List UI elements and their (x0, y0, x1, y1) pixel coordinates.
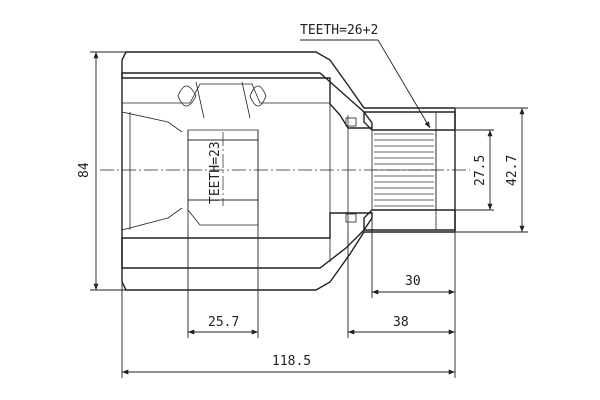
snap-ring-upper (345, 117, 357, 127)
dimension-overall-length: 118.5 (121, 282, 456, 378)
dim-38: 38 (393, 315, 409, 330)
lower-stem-section (363, 209, 456, 231)
teeth-outer-callout: TEETH=26+2 (300, 23, 431, 129)
dim-42-7: 42.7 (505, 155, 520, 186)
dim-30: 30 (405, 274, 421, 289)
dim-118-5: 118.5 (272, 354, 311, 369)
lower-housing-section (121, 212, 373, 269)
body-outline (121, 51, 456, 291)
snap-ring-lower (345, 213, 357, 223)
dim-27-5: 27.5 (473, 155, 488, 186)
dimension-stem-length: 30 (371, 212, 456, 336)
upper-ball (177, 85, 197, 107)
teeth-inner-label: TEETH=23 (208, 141, 223, 204)
dimension-inner-length: 25.7 (187, 225, 259, 338)
hatched-sections (121, 72, 456, 269)
dim-25-7: 25.7 (208, 315, 239, 330)
dimension-neck-length: 38 (347, 225, 455, 338)
upper-stem-section (363, 111, 456, 131)
dimension-stem-diameter: 42.7 (455, 107, 528, 233)
ball-details (177, 81, 357, 223)
dim-84: 84 (77, 162, 92, 178)
upper-inner-ring (121, 77, 331, 104)
upper-ball-right (249, 85, 267, 107)
dimension-spline-diameter: 27.5 (455, 129, 494, 211)
teeth-outer-label: TEETH=26+2 (300, 23, 378, 38)
dimension-overall-diameter: 84 (77, 51, 126, 291)
